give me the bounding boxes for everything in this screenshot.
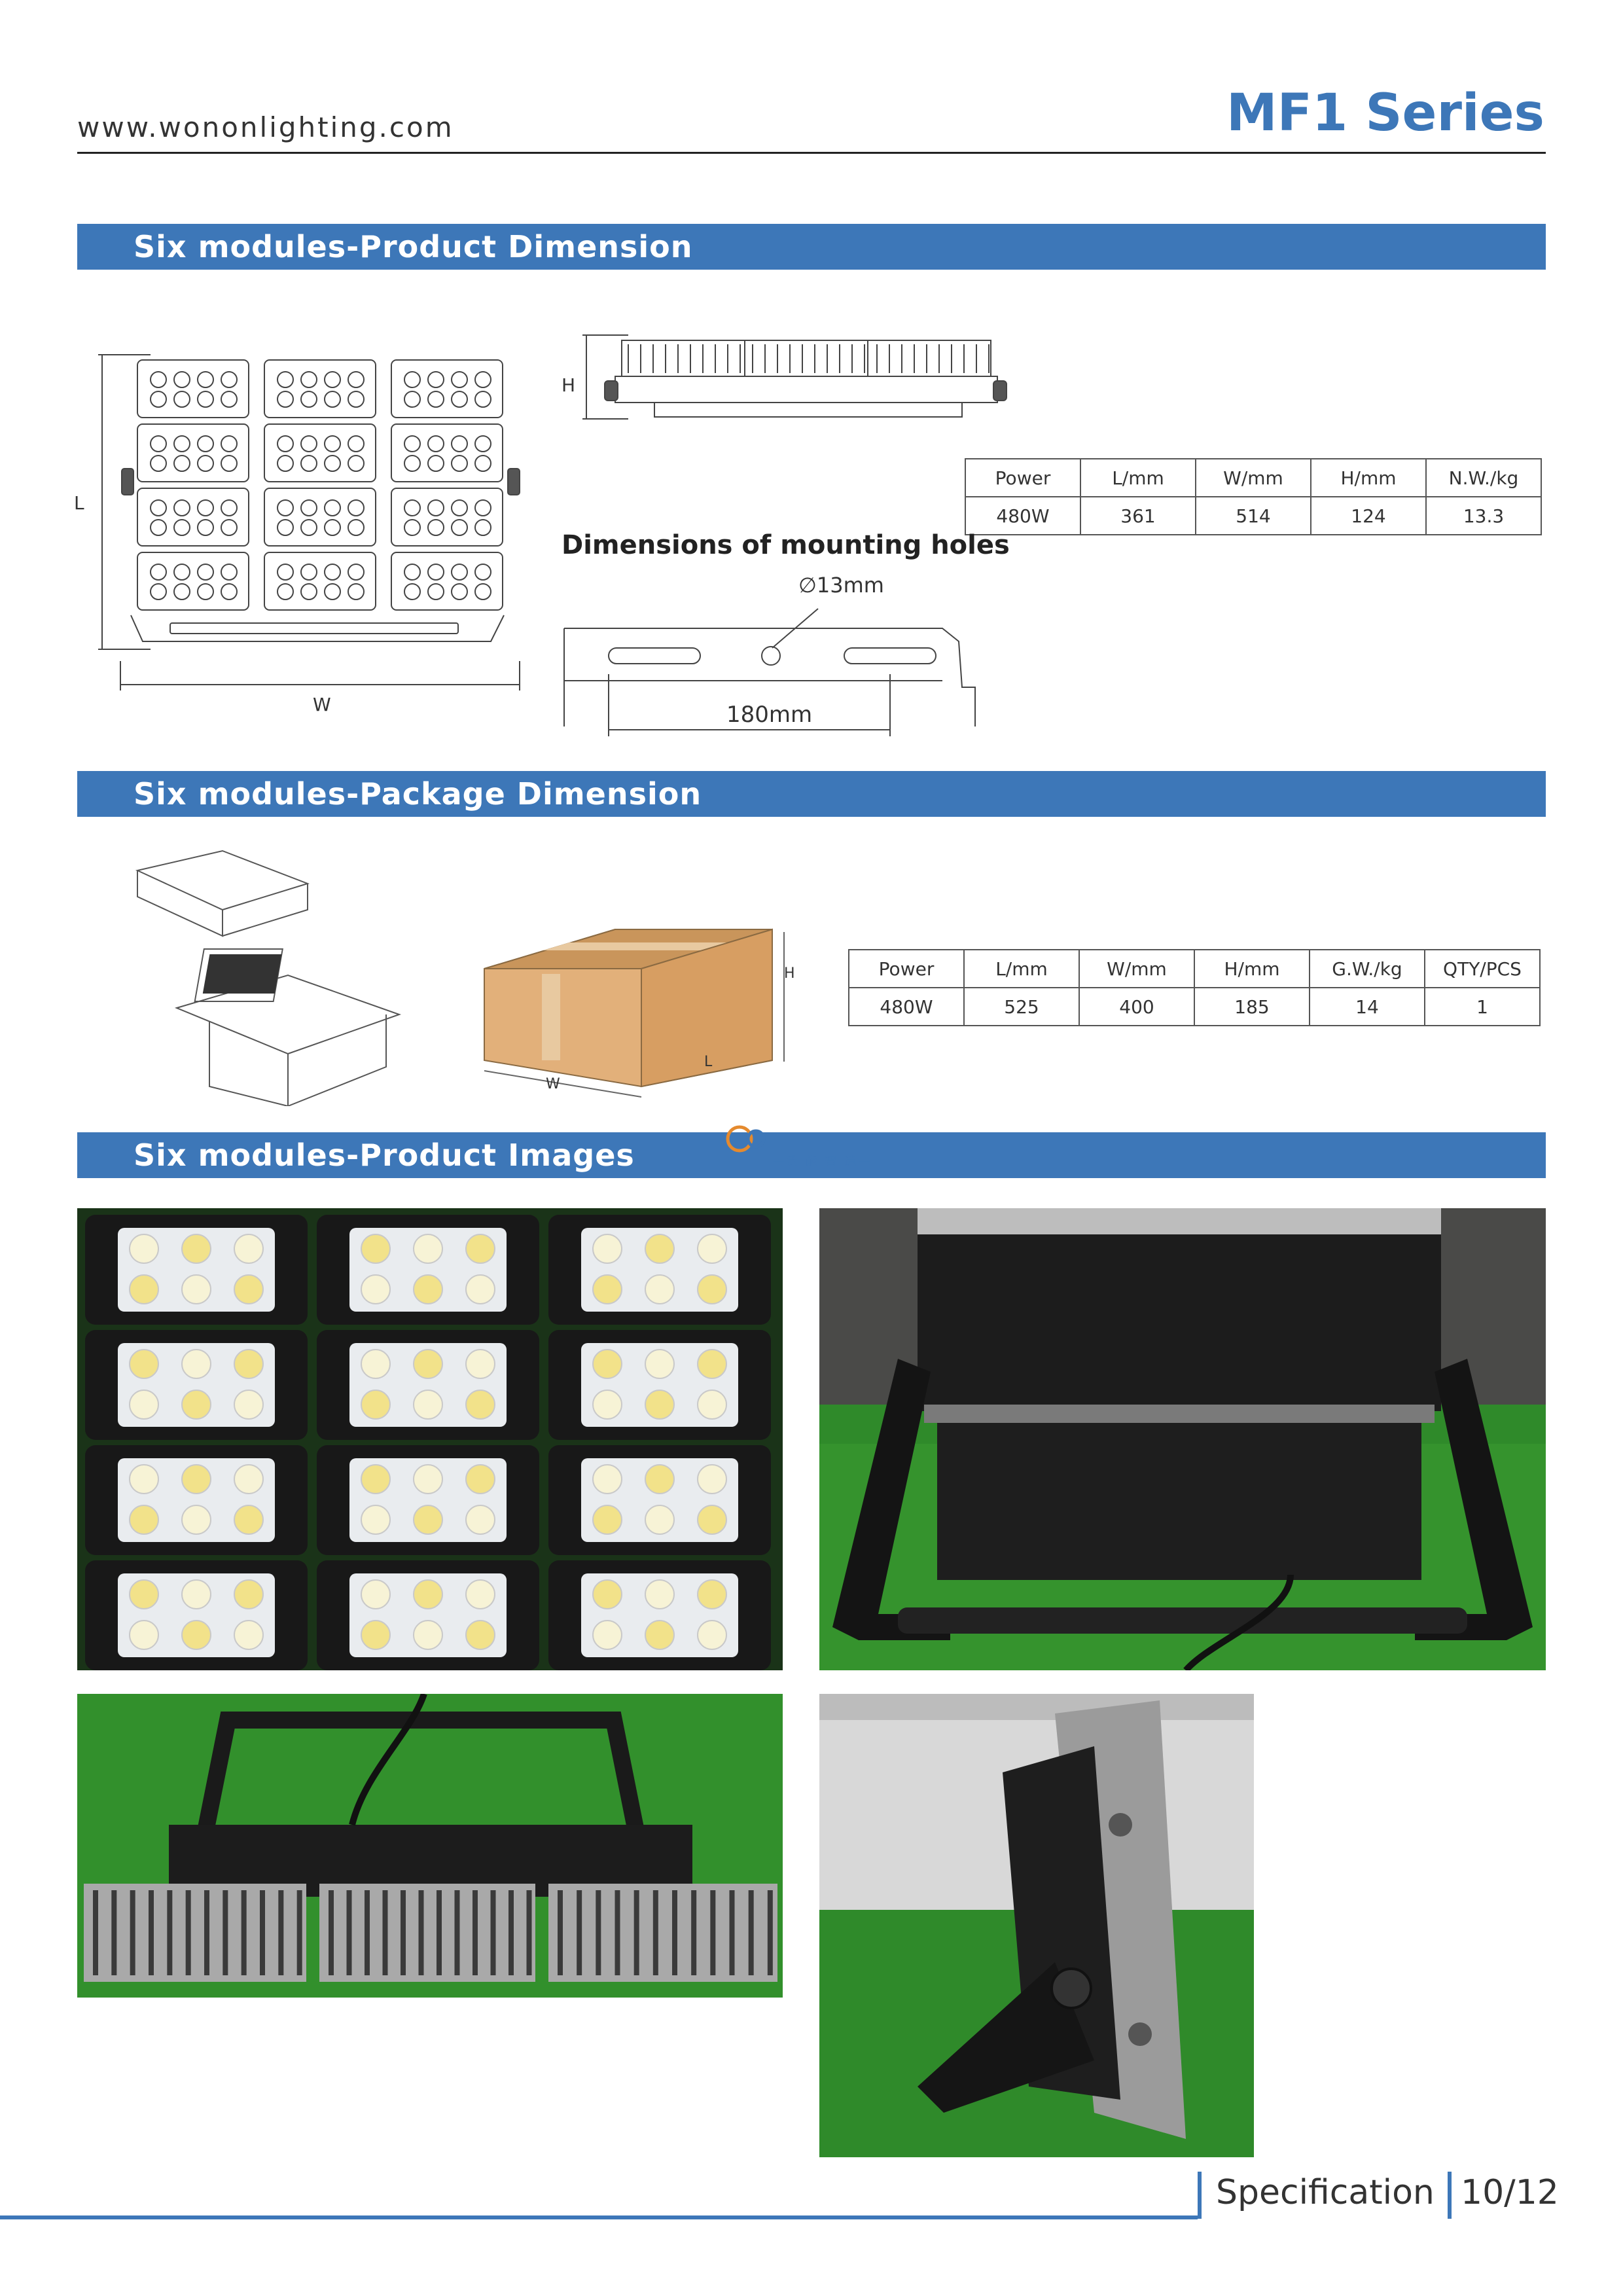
- table-row: 480W 361 514 124 13.3: [965, 496, 1542, 535]
- table-cell: 13.3: [1425, 496, 1542, 535]
- label-width: W: [313, 694, 331, 715]
- footer-separator: [1448, 2172, 1452, 2219]
- table-header-cell: Power: [848, 949, 965, 988]
- table-cell: 361: [1080, 496, 1196, 535]
- footer-separator: [1198, 2172, 1202, 2219]
- package-label-length: L: [704, 1054, 713, 1070]
- section-product-dimension: Six modules-Product Dimension: [77, 224, 1546, 270]
- label-height: H: [562, 374, 576, 396]
- product-photo-front: [77, 1208, 783, 1670]
- package-box-drawing: [484, 928, 785, 1098]
- package-label-width: W: [546, 1076, 560, 1092]
- table-row: Power L/mm W/mm H/mm G.W./kg QTY/PCS: [848, 949, 1541, 988]
- table-header-cell: QTY/PCS: [1424, 949, 1541, 988]
- table-header-cell: W/mm: [1079, 949, 1195, 988]
- package-label-height: H: [784, 965, 795, 982]
- product-photo-side: [819, 1694, 1254, 2157]
- page-number: 10/12: [1461, 2173, 1559, 2212]
- section-product-images: Six modules-Product Images: [77, 1132, 1546, 1178]
- mounting-bracket-drawing: [563, 608, 976, 736]
- footer-label: Specification: [1216, 2173, 1435, 2212]
- table-header-cell: H/mm: [1194, 949, 1310, 988]
- label-length: L: [74, 492, 84, 514]
- product-photo-top: [77, 1694, 783, 1998]
- table-header-cell: G.W./kg: [1309, 949, 1425, 988]
- table-header-cell: L/mm: [1080, 458, 1196, 497]
- table-cell: 14: [1309, 987, 1425, 1026]
- table-cell: 480W: [848, 987, 965, 1026]
- package-spec-table: Power L/mm W/mm H/mm G.W./kg QTY/PCS 480…: [848, 949, 1541, 1026]
- table-row: Power L/mm W/mm H/mm N.W./kg: [965, 458, 1542, 497]
- table-cell: 1: [1424, 987, 1541, 1026]
- table-cell: 400: [1079, 987, 1195, 1026]
- table-cell: 480W: [965, 496, 1081, 535]
- table-row: 480W 525 400 185 14 1: [848, 987, 1541, 1026]
- watermark-text: —沃 能 智 造—: [772, 1155, 872, 1168]
- table-cell: 525: [963, 987, 1080, 1026]
- table-header-cell: Power: [965, 458, 1081, 497]
- website-url: www.wononlighting.com: [77, 111, 454, 143]
- product-front-drawing: [98, 354, 520, 691]
- table-cell: 514: [1195, 496, 1311, 535]
- header-divider: [77, 152, 1546, 154]
- table-cell: 185: [1194, 987, 1310, 1026]
- table-cell: 124: [1310, 496, 1427, 535]
- table-header-cell: L/mm: [963, 949, 1080, 988]
- mounting-holes-title: Dimensions of mounting holes: [562, 530, 1010, 560]
- hole-spacing-label: 180mm: [726, 702, 813, 728]
- hole-diameter-label: ∅13mm: [798, 573, 884, 598]
- table-header-cell: H/mm: [1310, 458, 1427, 497]
- watermark-logo-icon: [726, 1125, 766, 1153]
- section-package-dimension: Six modules-Package Dimension: [77, 771, 1546, 817]
- footer-line: [0, 2215, 1198, 2219]
- table-header-cell: W/mm: [1195, 458, 1311, 497]
- package-exploded-drawing: [135, 850, 402, 1106]
- product-side-drawing: [582, 334, 1007, 420]
- product-spec-table: Power L/mm W/mm H/mm N.W./kg 480W 361 51…: [965, 458, 1542, 535]
- series-title: MF1 Series: [1226, 84, 1544, 143]
- table-header-cell: N.W./kg: [1425, 458, 1542, 497]
- product-photo-back: [819, 1208, 1546, 1670]
